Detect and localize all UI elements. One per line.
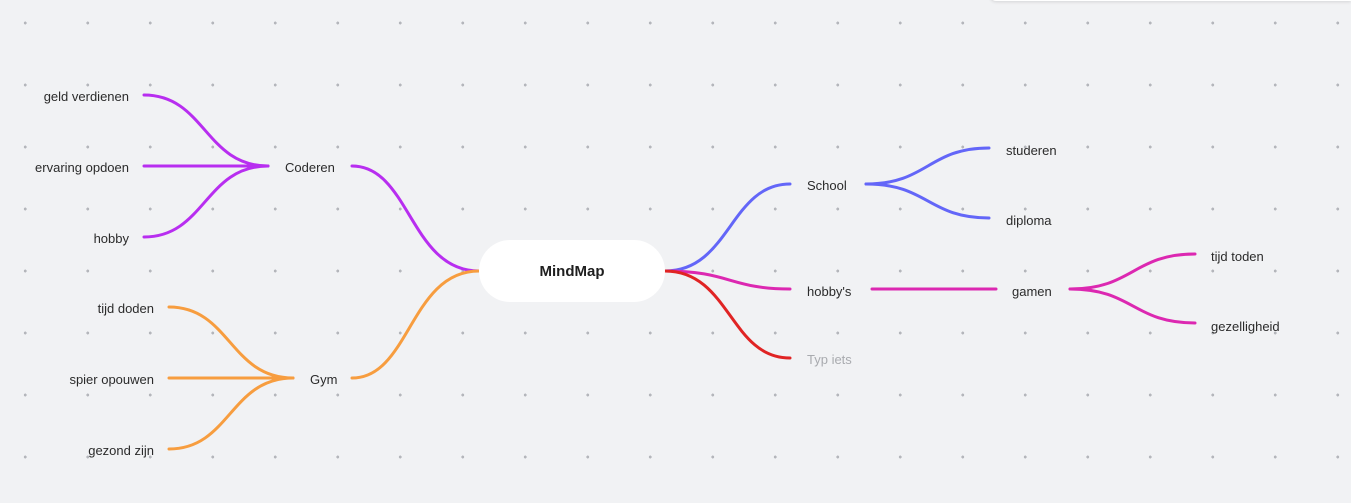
node-tijd-toden[interactable]: tijd toden: [1211, 249, 1264, 264]
edge-gamen-gezelligheid: [1068, 287, 1197, 325]
node-hobby[interactable]: hobby: [93, 231, 129, 246]
node-coderen[interactable]: Coderen: [285, 160, 335, 175]
node-typ-iets-placeholder[interactable]: Typ iets: [807, 352, 852, 367]
edge-coderen-hobby: [142, 164, 270, 239]
edge-gym-tijd: [167, 305, 295, 380]
edge-school-studeren: [864, 146, 991, 186]
edge-root-typ: [663, 269, 792, 360]
node-gym[interactable]: Gym: [310, 372, 338, 387]
node-spier-opouwen[interactable]: spier opouwen: [69, 372, 154, 387]
root-node-label: MindMap: [539, 262, 605, 280]
root-node[interactable]: MindMap: [479, 240, 665, 302]
node-geld-verdienen[interactable]: geld verdienen: [43, 89, 129, 104]
edge-school-diploma: [864, 182, 991, 220]
edge-root-gym: [350, 269, 481, 380]
edge-root-coderen: [350, 164, 481, 273]
node-studeren[interactable]: studeren: [1006, 143, 1057, 158]
edge-root-hobbys: [663, 269, 792, 291]
node-gezelligheid[interactable]: gezelligheid: [1211, 319, 1280, 334]
node-hobbys[interactable]: hobby's: [807, 284, 852, 299]
node-gezond-zijn[interactable]: gezond zijn: [88, 443, 154, 458]
edge-coderen-geld: [142, 93, 270, 168]
node-gamen[interactable]: gamen: [1012, 284, 1052, 299]
edge-root-school: [663, 182, 792, 273]
top-right-panel: [990, 0, 1351, 1]
edge-gym-gezond: [167, 376, 295, 451]
node-ervaring-opdoen[interactable]: ervaring opdoen: [35, 160, 129, 175]
node-tijd-doden[interactable]: tijd doden: [97, 301, 154, 316]
edge-gamen-tijd: [1068, 252, 1197, 291]
node-school[interactable]: School: [807, 178, 847, 193]
node-diploma[interactable]: diploma: [1006, 213, 1052, 228]
